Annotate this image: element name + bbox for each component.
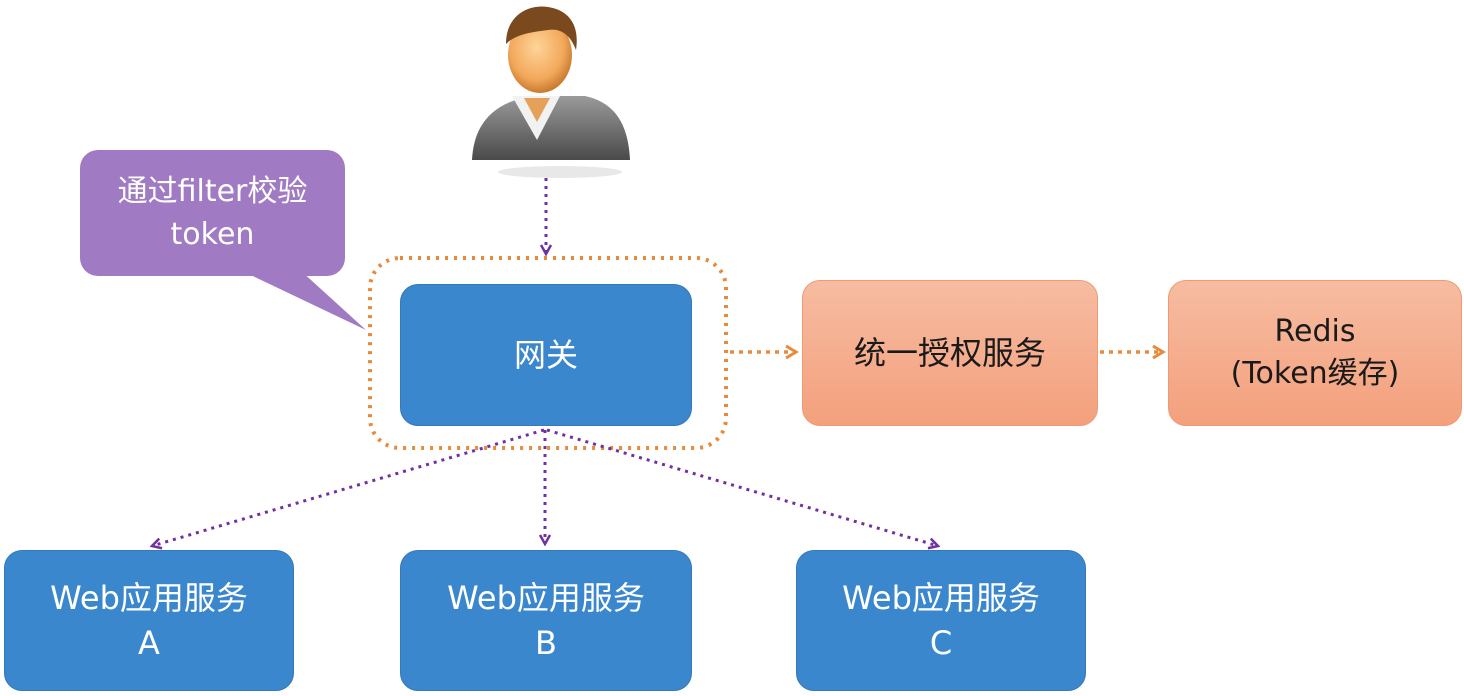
service-id: B [535, 623, 557, 662]
auth-service-box[interactable]: 统一授权服务 [802, 280, 1098, 426]
callout-bubble [80, 150, 345, 276]
gateway-boundary [368, 256, 728, 450]
gateway-label: 网关 [513, 335, 578, 374]
service-label: Web应用服务 [50, 578, 248, 617]
callout-line2: token [170, 217, 255, 252]
service-id: A [138, 623, 160, 662]
service-label: Web应用服务 [447, 578, 645, 617]
auth-service-label: 统一授权服务 [853, 333, 1046, 372]
web-service-b-box[interactable]: Web应用服务 B [400, 550, 692, 691]
callout-pointer [240, 270, 366, 330]
callout-text: 通过filter校验 token [80, 150, 345, 276]
service-id: C [929, 623, 953, 662]
redis-line1: Redis [1274, 314, 1356, 349]
redis-box[interactable]: Redis (Token缓存) [1168, 280, 1462, 426]
service-label: Web应用服务 [842, 578, 1040, 617]
redis-line2: (Token缓存) [1230, 356, 1400, 391]
gateway-box[interactable]: 网关 [400, 284, 692, 426]
web-service-a-box[interactable]: Web应用服务 A [4, 550, 294, 691]
web-service-c-box[interactable]: Web应用服务 C [796, 550, 1086, 691]
arrow-gateway-to-service-a [152, 428, 545, 546]
user-icon [472, 6, 630, 178]
callout-line1: 通过filter校验 [117, 173, 308, 209]
arrow-gateway-to-service-c [546, 428, 938, 546]
